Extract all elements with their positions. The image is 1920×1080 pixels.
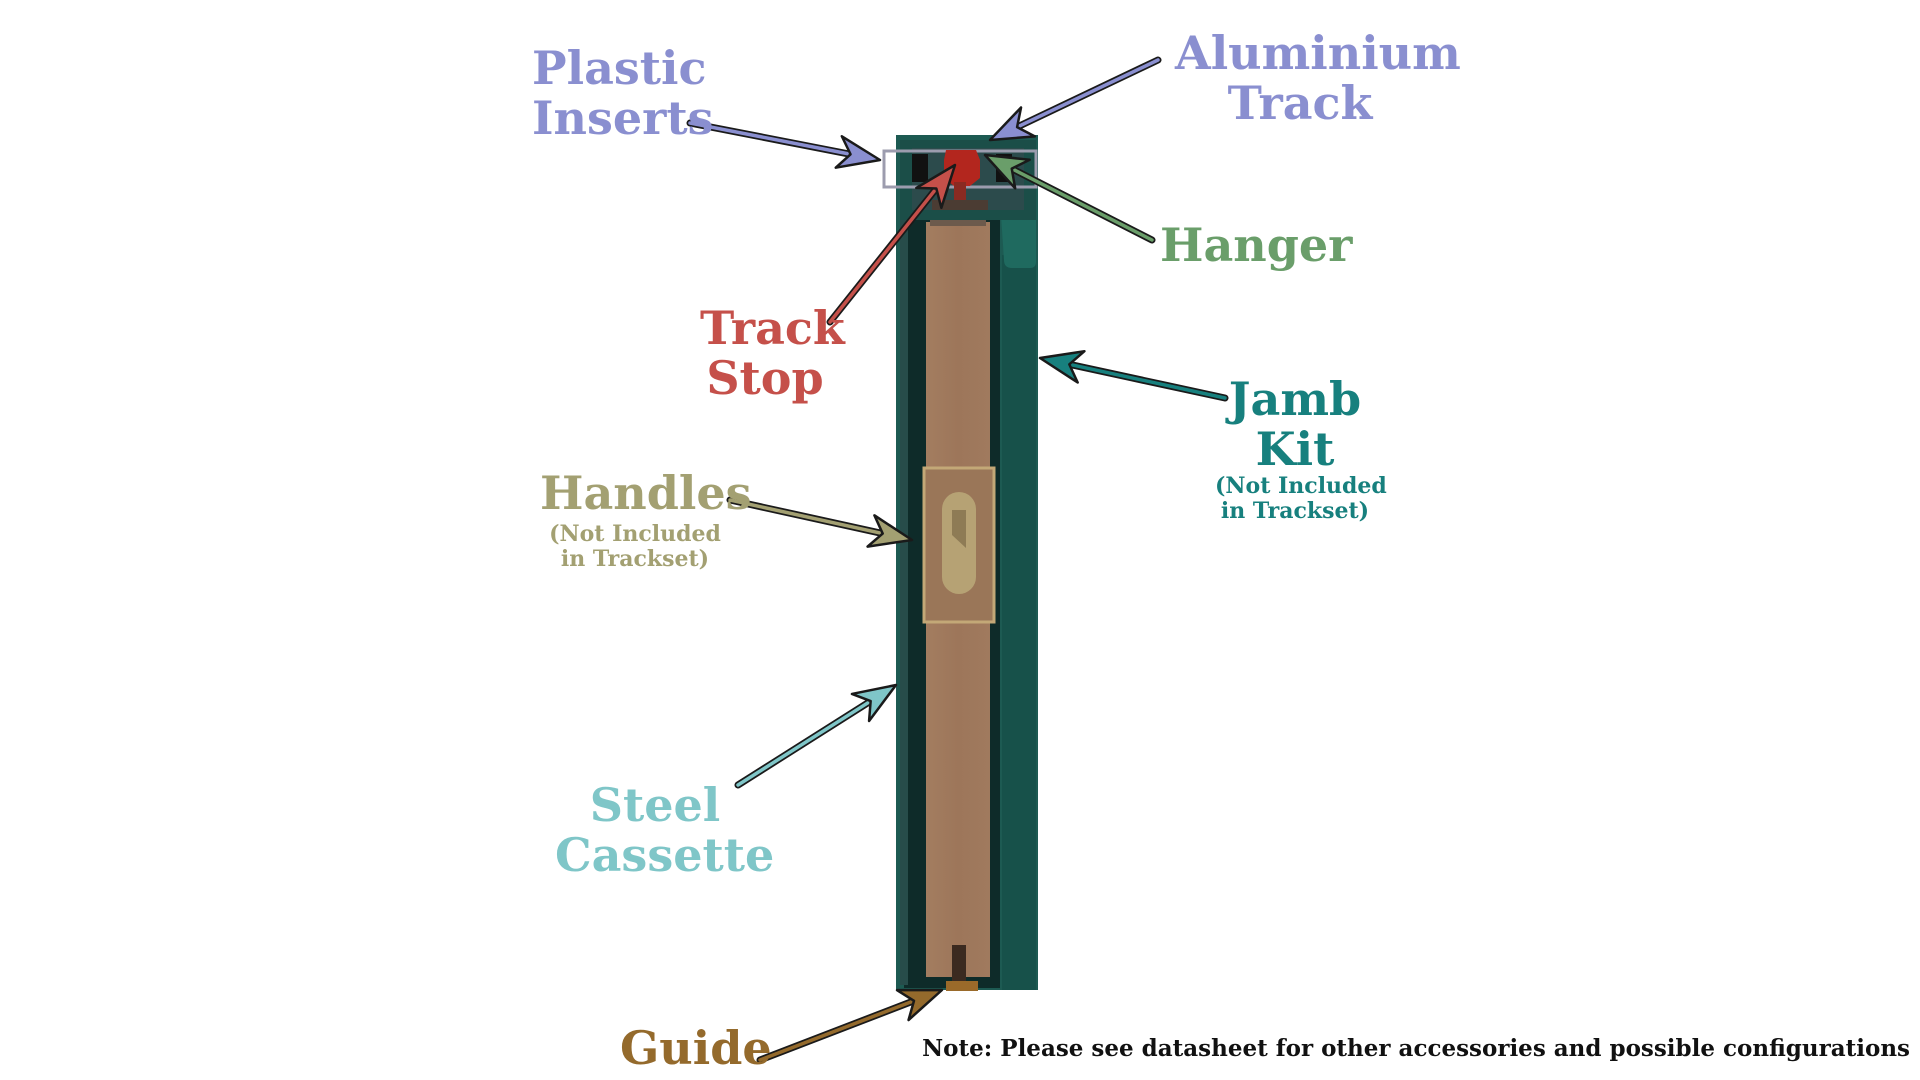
guide-block — [946, 981, 978, 991]
label-hanger: Hanger — [1160, 218, 1353, 272]
arrow-guide — [756, 988, 944, 1064]
handle-recess — [952, 510, 966, 548]
label-jamb-kit-line2: Kit — [1255, 422, 1335, 476]
callout-arrows — [686, 56, 1229, 1064]
insert-slot-left — [912, 154, 928, 182]
arrow-aluminium-track — [988, 56, 1162, 142]
hanger-bolt — [954, 182, 966, 204]
label-track-stop-line1: Track — [700, 301, 845, 355]
label-steel-cassette: Steel Cassette — [555, 778, 775, 882]
cassette-wall-left — [900, 165, 908, 985]
label-jamb-kit-line1: Jamb — [1228, 372, 1362, 426]
label-steel-cassette-line1: Steel — [589, 778, 721, 832]
label-hanger-text: Hanger — [1160, 218, 1353, 272]
label-plastic-inserts: Plastic Inserts — [532, 41, 714, 145]
label-handles-text: Handles — [540, 466, 752, 520]
track-stop — [944, 150, 980, 186]
arrow-handles — [726, 496, 914, 548]
label-jamb-kit-sub1: (Not Included — [1215, 473, 1387, 499]
label-aluminium-track: Aluminium Track — [1175, 26, 1461, 130]
label-guide-text: Guide — [620, 1021, 772, 1075]
label-handles-sub1: (Not Included — [549, 521, 721, 547]
label-aluminium-track-line2: Track — [1227, 76, 1373, 130]
label-handles: Handles (Not Included in Trackset) — [540, 466, 752, 573]
datasheet-note: Note: Please see datasheet for other acc… — [922, 1035, 1910, 1062]
handle-pull — [942, 492, 976, 594]
guide-slot — [952, 945, 966, 985]
arrow-jamb-kit — [1038, 349, 1229, 402]
label-aluminium-track-line1: Aluminium — [1175, 26, 1461, 80]
label-track-stop-line2: Stop — [706, 351, 824, 405]
arrow-plastic-inserts — [686, 119, 882, 169]
label-guide: Guide — [620, 1021, 772, 1075]
label-jamb-kit: Jamb Kit (Not Included in Trackset) — [1215, 372, 1387, 525]
label-jamb-kit-sub2: in Trackset) — [1220, 498, 1370, 525]
label-track-stop: Track Stop — [700, 301, 845, 405]
label-handles-sub2: in Trackset) — [560, 546, 710, 573]
arrow-track-stop — [826, 163, 957, 326]
jamb-panel — [1002, 255, 1036, 990]
arrow-steel-cassette — [734, 683, 898, 789]
label-plastic-inserts-line2: Inserts — [532, 91, 714, 145]
hanger-base — [932, 200, 988, 210]
label-plastic-inserts-line1: Plastic — [532, 41, 707, 95]
arrow-hanger — [983, 153, 1156, 244]
label-steel-cassette-line2: Cassette — [555, 828, 775, 882]
